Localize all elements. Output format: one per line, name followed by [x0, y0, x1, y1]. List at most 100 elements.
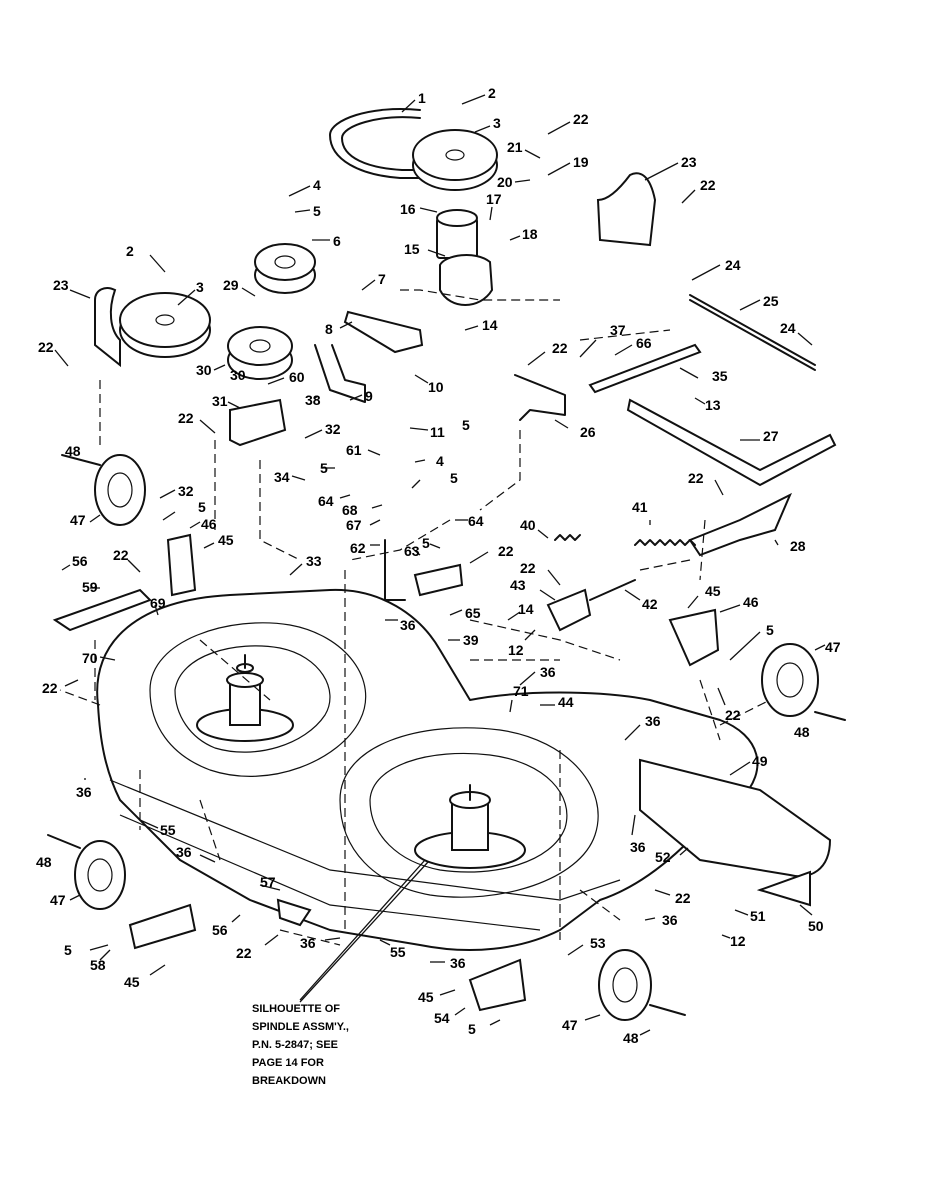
callout-57: 57	[260, 874, 276, 890]
callout-9: 9	[365, 388, 373, 404]
bolt-48-b	[814, 711, 846, 721]
callout-36b: 36	[540, 664, 556, 680]
callout-49: 49	[752, 753, 768, 769]
callout-28: 28	[790, 538, 806, 554]
wheel-lower-left	[74, 840, 126, 910]
callout-45b: 45	[705, 583, 721, 599]
callout-11: 11	[430, 424, 445, 440]
bolt-48-d	[649, 1004, 686, 1016]
callout-63: 63	[404, 543, 420, 559]
callout-29: 29	[223, 277, 239, 293]
bolt-48-a	[61, 454, 101, 466]
note-line-1: SILHOUETTE OF	[252, 1003, 340, 1015]
callout-22e: 22	[552, 340, 568, 356]
pulley-hub	[436, 209, 494, 306]
callout-52: 52	[655, 849, 671, 865]
callout-64a: 64	[468, 513, 484, 529]
callout-47a: 47	[70, 512, 86, 528]
callout-36e: 36	[176, 844, 192, 860]
callout-22d: 22	[178, 410, 194, 426]
callout-22h: 22	[498, 543, 514, 559]
pulley-left	[119, 292, 211, 358]
callout-55b: 55	[390, 944, 406, 960]
callouts: 1 2 3 4 5 6 7 8 9 10 11 13 14 15 16 17 1…	[36, 85, 841, 1046]
decal-50	[756, 870, 811, 907]
bracket-31	[229, 398, 287, 447]
callout-22c: 22	[38, 339, 54, 355]
callout-41: 41	[632, 499, 648, 515]
callout-36c: 36	[645, 713, 661, 729]
callout-54: 54	[434, 1010, 450, 1026]
callout-22b: 22	[700, 177, 716, 193]
callout-21: 21	[507, 139, 523, 155]
note-leader-2	[299, 861, 429, 1003]
spindle-note: SILHOUETTE OF SPINDLE ASSM'Y., P.N. 5-28…	[252, 1003, 349, 1087]
callout-23b: 23	[53, 277, 69, 293]
callout-36h: 36	[300, 935, 316, 951]
bracket-43	[546, 588, 592, 632]
callout-26: 26	[580, 424, 596, 440]
callout-47d: 47	[562, 1017, 578, 1033]
callout-30b: 30	[230, 367, 246, 383]
callout-20: 20	[497, 174, 513, 190]
callout-69: 69	[150, 595, 166, 611]
callout-22g: 22	[113, 547, 129, 563]
deck-housing	[59, 588, 771, 951]
right-spindle	[414, 784, 526, 869]
assembly-lines	[94, 289, 721, 946]
bracket-46-right	[668, 608, 720, 667]
callout-4b: 4	[436, 453, 444, 469]
bracket-26	[514, 374, 566, 421]
callout-22: 22	[573, 111, 589, 127]
callout-36f: 36	[630, 839, 646, 855]
callout-5g: 5	[198, 499, 206, 515]
spring-40	[554, 534, 581, 541]
idler-pulley-6	[254, 243, 316, 294]
spring-41	[634, 539, 696, 546]
callout-5d: 5	[320, 460, 328, 476]
callout-3: 3	[493, 115, 501, 131]
callout-50: 50	[808, 918, 824, 934]
callout-24b: 24	[780, 320, 796, 336]
callout-14b: 14	[518, 601, 534, 617]
wheel-upper-right	[761, 643, 819, 717]
callout-8: 8	[325, 321, 333, 337]
callout-22k: 22	[725, 707, 741, 723]
idler-arm-8	[343, 310, 424, 354]
rod-62	[384, 539, 406, 601]
note-line-5: BREAKDOWN	[252, 1075, 326, 1087]
callout-33: 33	[306, 553, 322, 569]
pulley-top	[412, 129, 498, 191]
callout-53: 53	[590, 935, 606, 951]
rod-42	[589, 579, 636, 601]
callout-7: 7	[378, 271, 386, 287]
callout-32: 32	[325, 421, 341, 437]
callout-3b: 3	[196, 279, 204, 295]
callout-48c: 48	[36, 854, 52, 870]
note-line-2: SPINDLE ASSM'Y.,	[252, 1021, 349, 1033]
callout-64b: 64	[318, 493, 334, 509]
bracket-46-left	[166, 533, 197, 597]
bracket-28	[688, 492, 792, 557]
callout-32b: 32	[178, 483, 194, 499]
callout-36g: 36	[662, 912, 678, 928]
bracket-58	[128, 903, 197, 950]
callout-5e: 5	[422, 535, 430, 551]
lift-rod-35	[588, 343, 702, 394]
callout-12b: 12	[730, 933, 746, 949]
callout-45c: 45	[124, 974, 140, 990]
deflector-49	[639, 758, 832, 878]
callout-48a: 48	[65, 443, 81, 459]
callout-25: 25	[763, 293, 779, 309]
callout-16: 16	[400, 201, 416, 217]
callout-71: 71	[513, 683, 529, 699]
callout-5f: 5	[766, 622, 774, 638]
callout-4: 4	[313, 177, 321, 193]
lift-arm-27	[626, 398, 837, 487]
callout-22l: 22	[675, 890, 691, 906]
callout-15: 15	[404, 241, 420, 257]
callout-22m: 22	[236, 945, 252, 961]
callout-44: 44	[558, 694, 574, 710]
callout-60: 60	[289, 369, 305, 385]
